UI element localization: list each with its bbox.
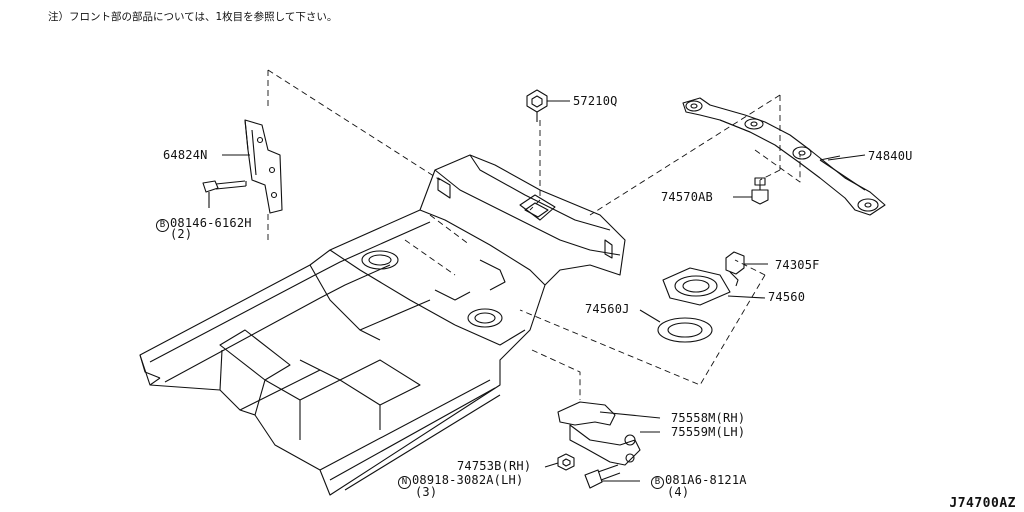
- part-label-74305F: 74305F: [775, 258, 820, 272]
- bracket-64824N: [244, 119, 283, 214]
- clip-57210Q: [526, 89, 570, 122]
- b-symbol-icon: B: [651, 476, 664, 489]
- part-label-74560J: 74560J: [585, 302, 630, 316]
- clip-74305F: [725, 251, 768, 287]
- part-label-74840U: 74840U: [868, 149, 913, 163]
- part-label-74570AB: 74570AB: [661, 190, 713, 204]
- part-label-74753B: 74753B(RH): [457, 459, 532, 473]
- part-number-081A6: 081A6-8121A: [665, 473, 747, 487]
- leader-lines: [222, 154, 841, 161]
- reinforcement-74840U: [682, 97, 886, 216]
- b-symbol-icon: B: [156, 219, 169, 232]
- plug-74560: [662, 267, 766, 306]
- note-text: 注）フロント部の部品については、1枚目を参照して下さい。: [48, 11, 338, 23]
- part-number-08918: 08918-3082A(LH): [412, 473, 524, 487]
- bracket-75558M: [557, 401, 661, 466]
- part-number-08146: 08146-6162H: [170, 216, 252, 230]
- bolt-08146: [202, 180, 247, 208]
- part-qty-08146: (2): [170, 227, 193, 241]
- part-qty-081A6: (4): [667, 485, 690, 499]
- part-label-75558M: 75558M(RH): [671, 411, 746, 425]
- part-qty-08918: (3): [415, 485, 438, 499]
- plug-74560J: [639, 309, 713, 343]
- bolt-74570AB: [733, 177, 769, 205]
- part-label-57210Q: 57210Q: [573, 94, 618, 108]
- part-label-74560: 74560: [768, 290, 806, 304]
- n-symbol-icon: N: [398, 476, 411, 489]
- diagram-code: J74700AZ: [949, 496, 1016, 511]
- dashed-guide-lines: [267, 69, 801, 400]
- floor-panel-outline: [139, 154, 626, 496]
- part-label-75559M: 75559M(LH): [671, 425, 746, 439]
- part-label-64824N: 64824N: [163, 148, 208, 162]
- bolt-081A6: [584, 464, 640, 489]
- nut-74753B: [544, 453, 575, 471]
